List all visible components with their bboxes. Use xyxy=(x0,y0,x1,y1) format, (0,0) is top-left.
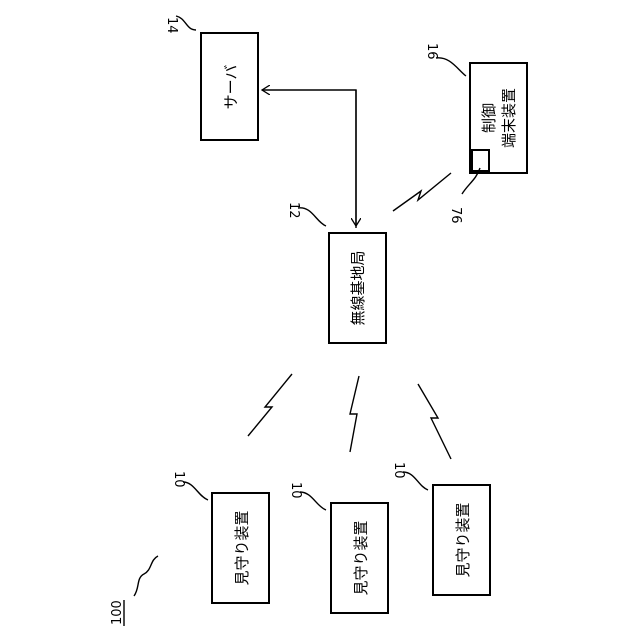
monitor-ref-3: 10 xyxy=(391,462,406,479)
server-label: サーバ xyxy=(222,65,240,110)
monitor-label-1: 見守り装置 xyxy=(233,510,251,585)
monitor-node-1: 見守り装置 10 xyxy=(171,471,269,603)
wireless-bolt-monitor-1 xyxy=(248,374,292,436)
system-ref-number: 100 xyxy=(110,600,125,625)
server-base-link xyxy=(262,90,356,228)
server-arrow xyxy=(262,90,356,228)
wireless-bolt-terminal xyxy=(393,173,451,211)
monitor-ref-2: 10 xyxy=(288,482,303,499)
system-ref: 100 xyxy=(110,556,158,626)
system-ref-leader xyxy=(134,556,158,596)
control-terminal-inner-ref: 76 xyxy=(448,207,463,224)
wireless-bolt-monitor-2 xyxy=(350,376,359,452)
monitor-label-3: 見守り装置 xyxy=(454,502,472,577)
base-station-label: 無線基地局 xyxy=(349,250,367,325)
monitor-node-3: 見守り装置 10 xyxy=(391,462,490,595)
server-node: サーバ 14 xyxy=(164,16,258,140)
control-terminal-label-2: 端末装置 xyxy=(500,88,518,148)
monitor-label-2: 見守り装置 xyxy=(352,520,370,595)
base-station-ref-leader xyxy=(298,208,326,226)
control-terminal-ref-leader xyxy=(436,58,466,76)
base-station-ref: 12 xyxy=(286,202,301,219)
monitor-ref-1: 10 xyxy=(171,471,186,488)
control-terminal-label-1: 制御 xyxy=(480,103,498,133)
server-ref: 14 xyxy=(164,17,179,34)
monitor-node-2: 見守り装置 10 xyxy=(288,482,388,613)
control-terminal-inner-box xyxy=(472,150,489,171)
wireless-bolt-monitor-3 xyxy=(418,384,451,459)
control-terminal-node: 制御 端末装置 16 76 xyxy=(424,43,527,224)
control-terminal-ref: 16 xyxy=(424,43,439,60)
base-station-node: 無線基地局 12 xyxy=(286,202,386,343)
